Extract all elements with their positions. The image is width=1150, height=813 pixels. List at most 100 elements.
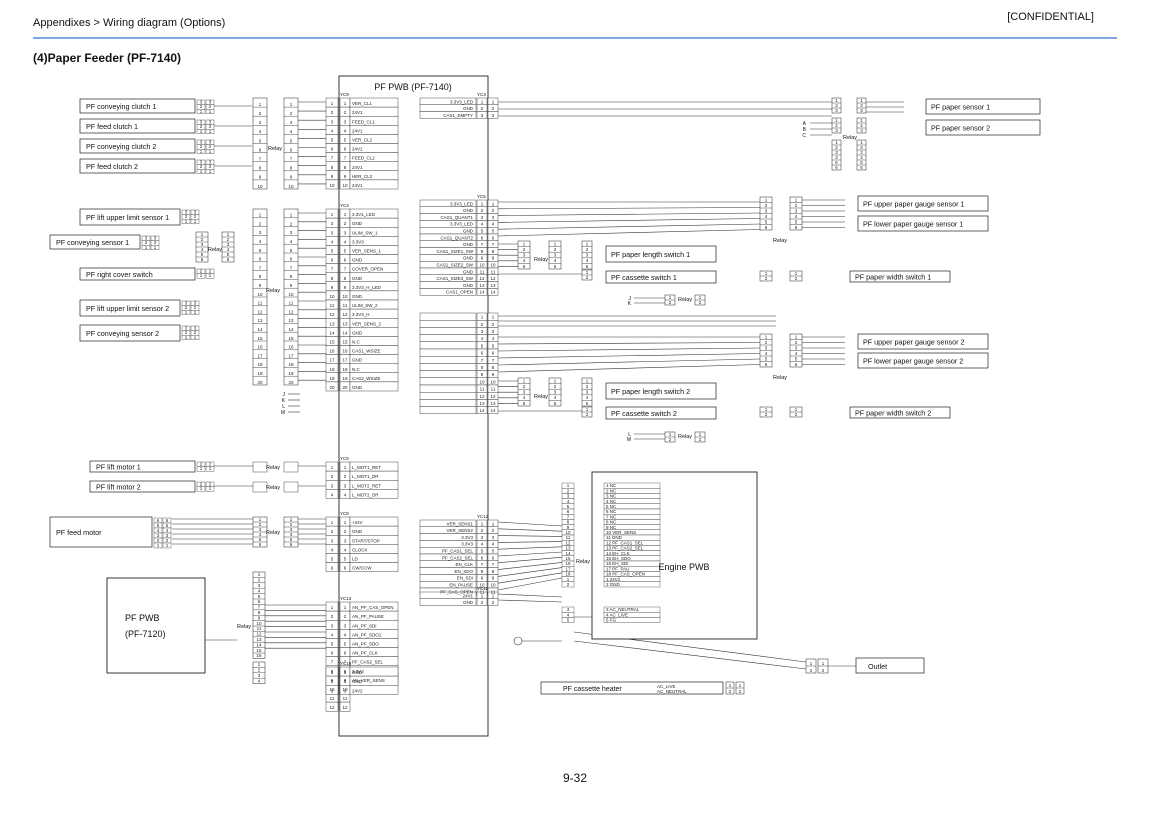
pin-number: 3 bbox=[481, 113, 484, 118]
pin-number: 1 bbox=[481, 99, 484, 104]
pin-cell bbox=[141, 245, 151, 250]
connector-label: YC11 bbox=[477, 586, 488, 591]
relay-column-yc9-b-pin: 6 bbox=[290, 147, 293, 152]
wire bbox=[497, 223, 761, 230]
gauge1-pins-b-pin: 2 bbox=[795, 203, 798, 208]
pin-number: 2 bbox=[344, 529, 347, 534]
ps-pins-a-pin: 3 bbox=[835, 108, 838, 113]
pin-cell bbox=[196, 273, 206, 279]
pin-number: 1 bbox=[331, 465, 334, 470]
pin-number: 1 bbox=[200, 169, 203, 174]
len1-pins-c bbox=[581, 240, 593, 270]
pin-number: 2 bbox=[194, 305, 197, 310]
ps-pins-c-pin: 2 bbox=[835, 123, 838, 128]
signal-name: EN_PAUSE bbox=[449, 583, 473, 588]
pin-cell bbox=[205, 109, 215, 114]
relay-column-yc9-a-pin: 2 bbox=[259, 111, 262, 116]
relay-column-motor-b-pin: 1 bbox=[290, 517, 293, 522]
pin-number: 12 bbox=[329, 705, 335, 710]
signal-name: 24V1 bbox=[352, 183, 363, 188]
pin-number: 4 bbox=[166, 528, 169, 533]
len2-pins-c bbox=[581, 377, 593, 407]
wire bbox=[497, 218, 761, 223]
pin-number: 2 bbox=[209, 269, 212, 274]
cas1-pins-pin: 2 bbox=[586, 275, 589, 280]
pin-number: 2 bbox=[481, 528, 484, 533]
pin-number: 8 bbox=[567, 520, 570, 525]
signal-name: CAS1_WSIZE bbox=[352, 349, 381, 354]
pin-cell bbox=[181, 335, 191, 340]
pin-number: 2 bbox=[194, 214, 197, 219]
connector-label: YC12 bbox=[477, 514, 489, 519]
pin-number: 10 bbox=[479, 263, 485, 268]
pin-number: 2 bbox=[200, 124, 203, 129]
width1-pins-b-pin: 2 bbox=[795, 276, 798, 281]
pin-number: 6 bbox=[492, 555, 495, 560]
pin-number: 2 bbox=[185, 214, 188, 219]
pin-number: 1 bbox=[567, 577, 570, 582]
relay-column-conv1-b-pin: 5 bbox=[227, 252, 230, 257]
relay-column-yc4-a-pin: 9 bbox=[259, 283, 262, 288]
pin-number: 19 bbox=[342, 376, 348, 381]
pin-number: 1 bbox=[157, 543, 160, 548]
pin-number: 6 bbox=[481, 351, 484, 356]
left-component-label: PF feed clutch 1 bbox=[86, 122, 138, 131]
relay-label: Relay bbox=[268, 146, 282, 152]
wire bbox=[497, 556, 563, 564]
pin-number: 10 bbox=[329, 294, 335, 299]
pin-cell bbox=[190, 335, 200, 340]
pin-number: 3 bbox=[331, 688, 334, 693]
relay-column-yc4-a-pin: 15 bbox=[257, 336, 263, 341]
gauge1-pins-a-pin: 4 bbox=[765, 214, 768, 219]
signal-cell bbox=[349, 381, 399, 392]
signal-cell bbox=[419, 399, 477, 407]
pin-number: 4 bbox=[331, 128, 334, 133]
left-component-label: PF lift motor 1 bbox=[96, 463, 141, 472]
relay-column-yc4-a-pin: 12 bbox=[257, 309, 263, 314]
wire bbox=[497, 342, 761, 345]
pin-number: 1 bbox=[492, 99, 495, 104]
len1-pins-b bbox=[548, 240, 562, 270]
width1-pins-a-pin: 1 bbox=[765, 271, 768, 276]
right-component-box bbox=[925, 119, 1041, 136]
pin-number: 2 bbox=[344, 474, 347, 479]
marker-letter: M bbox=[281, 410, 285, 416]
engine-signal: 2 GND bbox=[606, 582, 621, 587]
relay-column-conv1-b-pin: 1 bbox=[227, 232, 230, 237]
pin-number: 10 bbox=[342, 687, 348, 692]
pin-number: 8 bbox=[344, 165, 347, 170]
cas2-pins-pin: 2 bbox=[586, 412, 589, 417]
pin-number: 5 bbox=[344, 138, 347, 143]
pin-number: 8 bbox=[481, 569, 484, 574]
pin-number: 15 bbox=[565, 556, 571, 561]
signal-name: FEED_CL1 bbox=[352, 119, 375, 124]
pin-number: 6 bbox=[157, 518, 160, 523]
signal-name: 3.3V1_LED bbox=[352, 212, 376, 217]
pin-number: 1 bbox=[209, 129, 212, 134]
relay-column-conv1-a-pin: 2 bbox=[201, 237, 204, 242]
len1-pins-a-pin: 4 bbox=[523, 258, 526, 263]
len1-pins-a-pin: 1 bbox=[523, 241, 526, 246]
pin-number: 2 bbox=[209, 462, 212, 467]
relay-column-motor-b-pin: 4 bbox=[290, 532, 293, 537]
pin-number: 13 bbox=[490, 401, 496, 406]
pin-number: 2 bbox=[481, 106, 484, 111]
engine-signal: 5 FG bbox=[606, 618, 617, 623]
pin-number: 1 bbox=[200, 273, 203, 278]
pin-number: 2 bbox=[200, 482, 203, 487]
jk-pins-b-pin: 1 bbox=[699, 295, 702, 300]
wire bbox=[497, 521, 563, 527]
relay-column-yc4-a-pin: 11 bbox=[258, 301, 263, 306]
signal-name: GND bbox=[352, 670, 363, 675]
relay-column-7120-a-pin: 2 bbox=[258, 578, 261, 583]
engine-signal: 16 EH_SDI bbox=[606, 561, 629, 566]
len1-pins-c-pin: 4 bbox=[586, 258, 589, 263]
pin-cell bbox=[162, 542, 172, 549]
pin-number: 12 bbox=[479, 276, 485, 281]
pin-number: 8 bbox=[331, 165, 334, 170]
pin-number: 3 bbox=[567, 607, 570, 612]
len1-pins-a-pin: 5 bbox=[523, 264, 526, 269]
pin-number: 2 bbox=[209, 482, 212, 487]
len2-pins-c-pin: 2 bbox=[586, 384, 589, 389]
